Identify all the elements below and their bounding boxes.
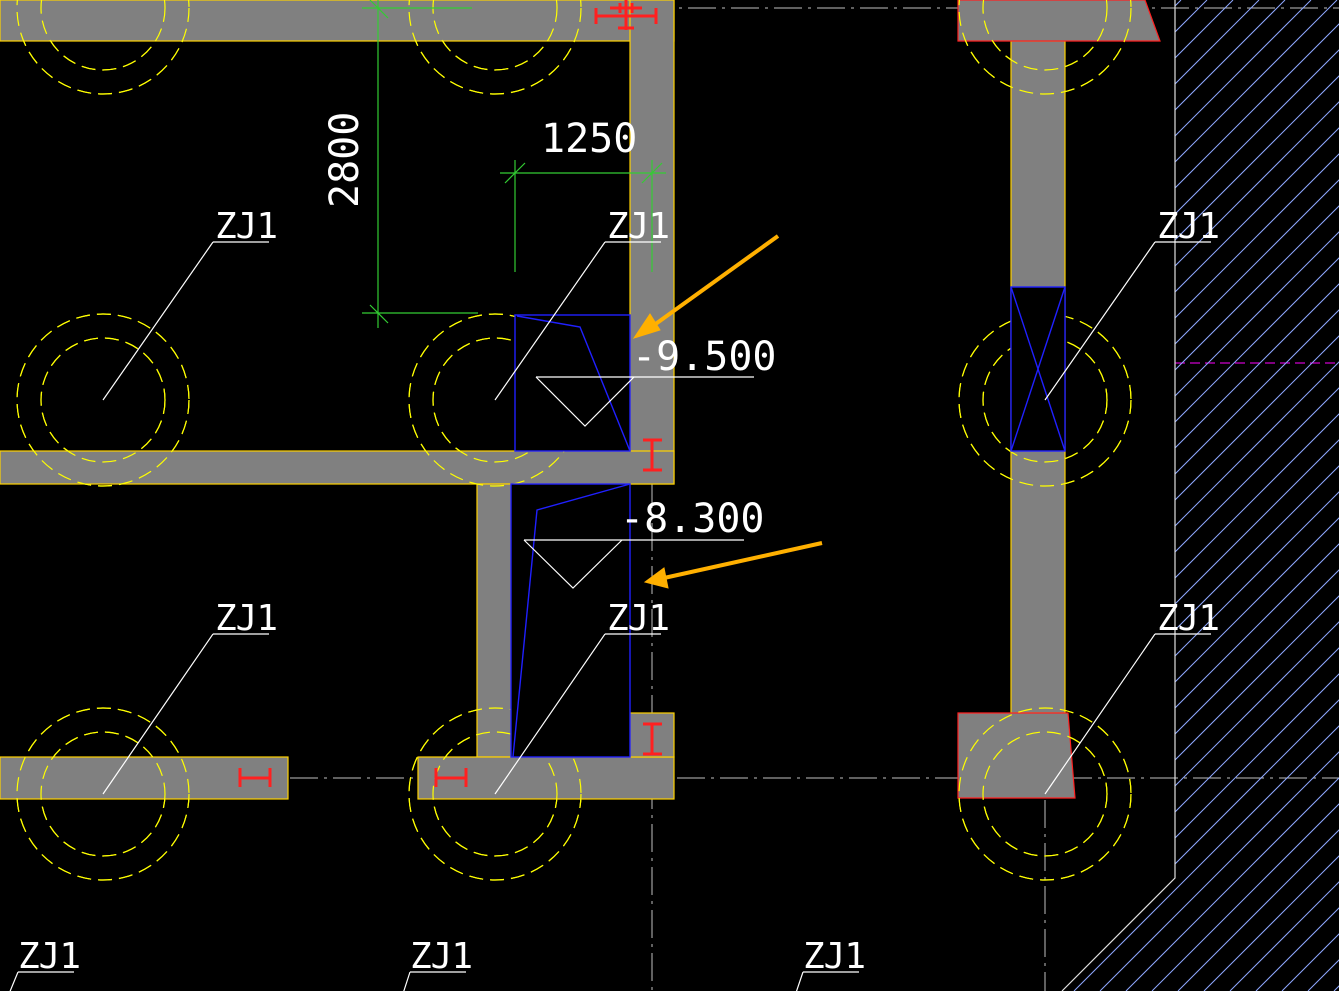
pile-label-text: ZJ1 xyxy=(18,936,80,977)
leader-line xyxy=(102,633,214,795)
dimension-vertical-text: 2800 xyxy=(322,112,368,208)
i-beam-section-icon xyxy=(238,0,662,787)
pile-label[interactable]: ZJ1 xyxy=(1044,206,1220,401)
beam-mid-vertical[interactable] xyxy=(476,483,512,758)
i-beam-section-icon xyxy=(434,768,468,787)
pile-label[interactable]: ZJ1 xyxy=(102,206,278,401)
pile-label[interactable]: ZJ1 xyxy=(780,936,866,991)
pit-lower[interactable] xyxy=(510,483,631,758)
pile-label-text: ZJ1 xyxy=(607,206,669,247)
elevation-upper-text: -9.500 xyxy=(632,334,777,380)
pit-upper[interactable] xyxy=(514,314,631,452)
elevation-marker-upper xyxy=(535,376,754,427)
pile-label[interactable]: ZJ1 xyxy=(1044,598,1220,795)
pile-label[interactable]: ZJ1 xyxy=(388,936,473,991)
i-beam-section-icon xyxy=(643,722,662,756)
dimension-horizontal xyxy=(500,160,666,272)
arrow-pointer-icon xyxy=(643,541,823,589)
elevation-marker-lower xyxy=(523,539,744,589)
pile-label-text: ZJ1 xyxy=(215,206,277,247)
i-beam-section-icon xyxy=(238,768,272,787)
column-cap-top[interactable] xyxy=(957,0,1161,42)
pile-circle[interactable] xyxy=(16,0,190,95)
pile-label-text: ZJ1 xyxy=(1157,598,1219,639)
pile-label-text: ZJ1 xyxy=(803,936,865,977)
dimension-horizontal-text: 1250 xyxy=(541,116,637,162)
arrow-pointer-icon xyxy=(632,234,780,339)
pile-label-text: ZJ1 xyxy=(1157,206,1219,247)
leader-line xyxy=(1044,633,1156,795)
pile-label[interactable]: ZJ1 xyxy=(102,598,278,795)
pile-circle[interactable] xyxy=(16,313,190,487)
elevation-lower-text: -8.300 xyxy=(620,496,765,542)
leader-line xyxy=(403,971,411,991)
leader-line xyxy=(494,241,606,401)
dimension-vertical xyxy=(362,0,478,328)
leader-line xyxy=(795,971,804,991)
beam-middle[interactable] xyxy=(0,450,675,485)
pile-label-text: ZJ1 xyxy=(215,598,277,639)
pile-label[interactable]: ZJ1 xyxy=(494,206,670,401)
pile-label-text: ZJ1 xyxy=(607,598,669,639)
leader-line xyxy=(1044,241,1156,401)
beam-top[interactable] xyxy=(0,0,675,42)
pile-circle[interactable] xyxy=(408,707,582,881)
pile-label[interactable]: ZJ1 xyxy=(0,936,81,991)
pile-label-text: ZJ1 xyxy=(410,936,472,977)
pile-circle[interactable] xyxy=(16,707,190,881)
pile-circle[interactable] xyxy=(958,707,1132,881)
leader-line xyxy=(102,241,214,401)
column-caps xyxy=(957,0,1161,799)
pile-label[interactable]: ZJ1 xyxy=(494,598,670,795)
i-beam-section-icon xyxy=(643,438,662,472)
i-beam-section-icon xyxy=(594,0,658,30)
leader-line xyxy=(494,633,606,795)
leader-line xyxy=(9,971,19,991)
pit-right[interactable] xyxy=(1010,286,1066,452)
hatch-boundary xyxy=(1061,0,1176,991)
pile-circle[interactable] xyxy=(958,0,1132,95)
column-cap-bottom[interactable] xyxy=(957,712,1076,799)
